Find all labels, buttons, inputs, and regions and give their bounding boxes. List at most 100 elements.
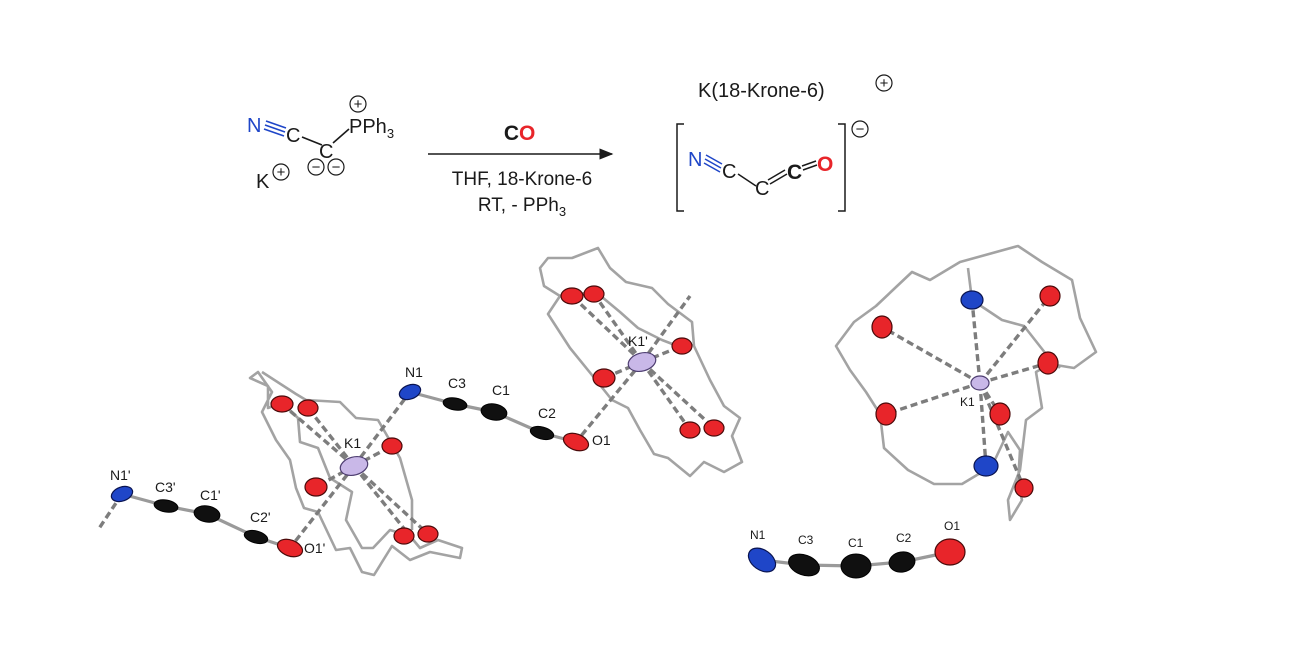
c-c-bond <box>301 136 323 146</box>
atom-label: C1 <box>492 382 510 398</box>
oxygen-atom <box>703 419 725 437</box>
k-o-contact <box>352 464 430 536</box>
atom-label: C1 <box>848 536 864 550</box>
crown-ring-path <box>248 370 464 577</box>
crown-ether-a <box>248 370 464 577</box>
nitrogen-atom <box>398 383 422 401</box>
c-c-bond <box>737 173 757 187</box>
plus-charge-icon <box>272 163 290 181</box>
plus-charge-sign: + <box>880 75 889 92</box>
crown-ring-path <box>261 370 414 530</box>
nitrogen-atom <box>960 290 984 310</box>
reactant-pph-group: PPh3 <box>349 116 394 141</box>
atom-label: C3 <box>448 375 466 391</box>
k-n-contact <box>970 299 982 384</box>
atom-label: O1 <box>944 519 960 533</box>
oxygen-atom <box>276 538 304 558</box>
atom-label: N1 <box>750 528 766 542</box>
oxygen-atom <box>592 368 616 388</box>
k-o-contact <box>306 406 356 468</box>
product-counterion: K(18-Krone-6) <box>698 80 825 102</box>
atom-label: C2 <box>538 405 556 421</box>
atom-label: K1' <box>628 333 648 349</box>
anion-isolated: N1 C3 C1 C2 O1 <box>747 519 966 579</box>
atom-label: O1 <box>592 432 611 448</box>
potassium-atom <box>970 375 990 391</box>
potassium-atom <box>339 455 369 477</box>
oxygen-atom <box>934 538 966 566</box>
k-n-contact <box>352 390 412 468</box>
double-bond-1 <box>769 173 788 185</box>
oxygen-atom <box>989 402 1011 426</box>
crystal-structure-chain: N1' C3' C1' C2' O1' K1 N1 C3 C1 C2 O1 K1… <box>96 246 744 577</box>
atom-label: C3' <box>155 479 176 495</box>
oxygen-atom <box>393 527 415 545</box>
minus-charge-icon <box>307 158 325 176</box>
oxygen-atom <box>560 287 584 305</box>
triple-bond-3 <box>703 162 721 173</box>
crown-oxygens <box>270 285 725 545</box>
reactant-cation: K <box>256 171 270 193</box>
triple-bond-1 <box>705 154 723 165</box>
atom-label: K1 <box>960 395 975 409</box>
oxygen-atom <box>304 477 328 497</box>
potassium-atom <box>627 351 657 373</box>
minus-charge-sign: − <box>332 159 341 176</box>
k-o-contact <box>280 402 356 468</box>
oxygen-atom <box>583 285 605 303</box>
carbon-atom <box>840 553 872 579</box>
oxygen-atom <box>671 337 693 355</box>
carbon-atom <box>480 403 508 421</box>
k-o-contact <box>885 381 981 416</box>
carbon-atom <box>788 553 820 577</box>
reactant-c2: C <box>319 141 333 163</box>
k-o-contact <box>592 293 644 363</box>
product-anion: K(18-Krone-6) + − N C C C O <box>676 74 893 212</box>
triple-bond-2 <box>704 158 722 169</box>
k1prime-contacts <box>96 293 716 531</box>
arrow-reagent-o: O <box>519 122 535 145</box>
oxygen-atom <box>875 402 897 426</box>
carbon-atom <box>529 425 555 441</box>
oxygen-atom <box>1014 478 1034 498</box>
oxygen-atom <box>381 437 403 455</box>
product-c3: C <box>787 161 802 184</box>
minus-charge-sign: − <box>312 159 321 176</box>
k-n-contact <box>978 382 988 467</box>
left-bracket <box>676 123 684 212</box>
carbon-atom <box>442 397 468 411</box>
k-n-contact <box>640 295 692 363</box>
right-bracket <box>838 123 846 212</box>
triple-bond-2 <box>264 124 286 133</box>
atom-label: K1 <box>344 435 361 451</box>
product-c1: C <box>722 161 736 183</box>
nitrogen-atom <box>747 547 777 573</box>
k-o-contact <box>570 294 644 364</box>
carbon-atom <box>888 551 916 573</box>
k-o-contact <box>352 464 412 538</box>
k-o-contact <box>574 360 644 444</box>
arrow-reagent-c: C <box>504 122 519 145</box>
k-o-contact <box>978 382 1026 489</box>
carbon-atom <box>153 499 179 513</box>
k-o-contact <box>640 360 716 430</box>
oxygen-atom <box>562 432 590 452</box>
chain-labels: N1' C3' C1' C2' O1' K1 N1 C3 C1 C2 O1 K1… <box>110 333 648 556</box>
chain-continuation <box>96 493 124 531</box>
nitrogen-atom <box>973 455 999 477</box>
c-p-bond <box>332 128 350 144</box>
double-bond-4 <box>801 160 817 167</box>
k-o-contact <box>288 464 356 550</box>
plus-charge-icon <box>875 74 893 92</box>
atom-label: N1' <box>110 467 131 483</box>
atom-label: C3 <box>798 533 814 547</box>
atom-label: N1 <box>405 364 423 380</box>
k-o-contact <box>640 361 692 431</box>
product-n-atom: N <box>688 149 702 171</box>
atom-label: C2' <box>250 509 271 525</box>
oxygen-atom <box>1037 351 1059 375</box>
arrow-conditions-line1: THF, 18-Krone-6 <box>452 169 592 190</box>
atom-label: C2 <box>896 531 912 545</box>
reactant-ylide: N C C PPh3 + − − K + <box>247 95 394 193</box>
